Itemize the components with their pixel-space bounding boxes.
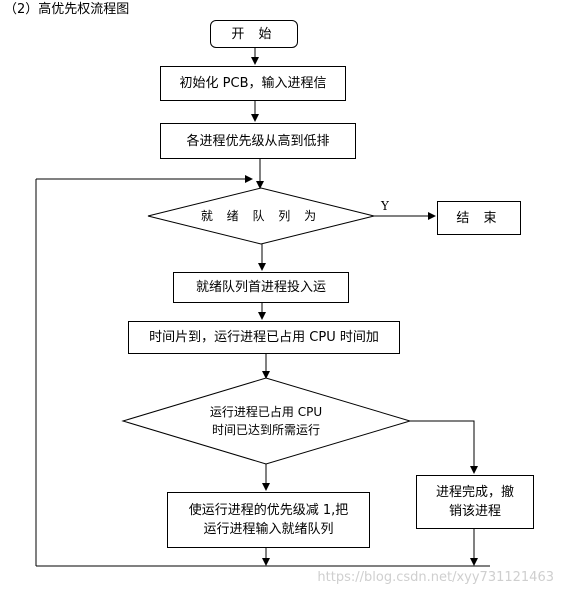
runtime-check-label: 运行进程已占用 CPU 时间已达到所需运行 xyxy=(176,403,356,439)
yes-edge-label: Y xyxy=(381,199,389,213)
time-slice-node: 时间片到，运行进程已占用 CPU 时间加 xyxy=(128,321,400,354)
start-node: 开 始 xyxy=(210,20,298,48)
runtime-check-line-2: 时间已达到所需运行 xyxy=(211,423,320,437)
runtime-check-line-1: 运行进程已占用 CPU xyxy=(209,405,323,419)
ready-queue-decision-shape xyxy=(147,187,375,245)
end-node: 结 束 xyxy=(437,201,521,235)
ready-queue-empty-label: 就 绪 队 列 为 xyxy=(200,209,322,223)
process-complete-line-2: 销该进程 xyxy=(448,504,501,519)
dispatch-node: 就绪队列首进程投入运 xyxy=(173,272,349,303)
requeue-line-2: 运行进程输入就绪队列 xyxy=(203,522,334,537)
source-watermark: https://blog.csdn.net/xyy731121463 xyxy=(317,570,554,585)
process-complete-line-1: 进程完成，撤 xyxy=(435,485,514,500)
diagram-caption: （2）高优先权流程图 xyxy=(4,2,130,17)
init-pcb-node: 初始化 PCB，输入进程信 xyxy=(160,66,346,101)
requeue-node: 使运行进程的优先级减 1,把 运行进程输入就绪队列 xyxy=(167,492,370,548)
arrow-check-to-complete xyxy=(410,420,478,474)
process-complete-node: 进程完成，撤 销该进程 xyxy=(416,475,534,529)
sort-priority-node: 各进程优先级从高到低排 xyxy=(160,123,356,159)
requeue-line-1: 使运行进程的优先级减 1,把 xyxy=(188,503,349,518)
runtime-check-decision-shape xyxy=(121,377,412,465)
